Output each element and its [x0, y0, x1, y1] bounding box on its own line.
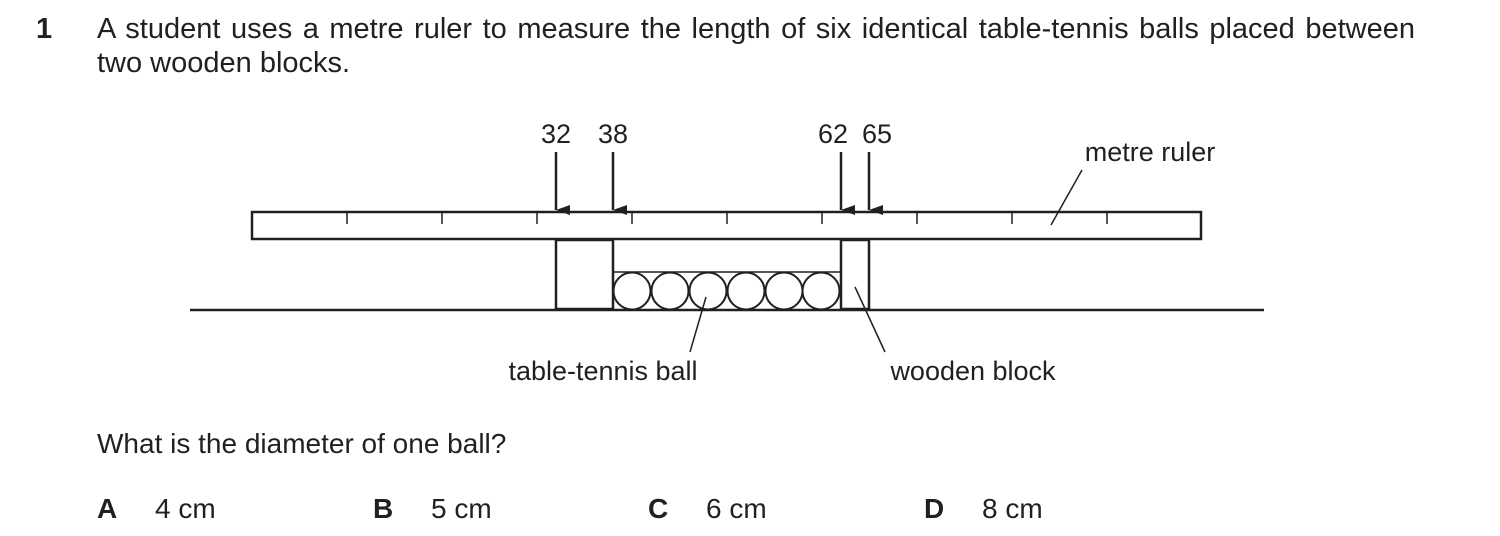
ball-4 — [726, 271, 766, 311]
option-c: C 6 cm — [648, 492, 767, 526]
label-metre-ruler: metre ruler — [1085, 137, 1216, 167]
label-wooden-block: wooden block — [889, 356, 1056, 386]
wooden-block-right — [839, 238, 871, 311]
ball-6 — [801, 271, 841, 311]
reading-32: 32 — [541, 119, 571, 149]
ball-5 — [764, 271, 804, 311]
ruler-callout-line — [1050, 169, 1083, 226]
block-callout-line — [854, 286, 886, 353]
ball-3 — [688, 271, 728, 311]
question-prompt: What is the diameter of one ball? — [97, 428, 507, 459]
option-letter: C — [648, 493, 669, 524]
option-text: 8 cm — [982, 493, 1043, 524]
option-text: 6 cm — [706, 493, 767, 524]
question-number: 1 — [36, 13, 53, 45]
reading-arrows — [554, 152, 883, 215]
option-b: B 5 cm — [373, 492, 492, 526]
ball-callout-line — [689, 296, 707, 353]
ball-2 — [650, 271, 690, 311]
reading-38: 38 — [598, 119, 628, 149]
table-tennis-balls — [612, 271, 841, 311]
ruler-tick-marks — [346, 212, 1108, 224]
reading-65: 65 — [862, 119, 892, 149]
option-letter: A — [97, 493, 118, 524]
wooden-block-left — [554, 238, 615, 311]
reading-62: 62 — [818, 119, 848, 149]
option-d: D 8 cm — [924, 492, 1043, 526]
option-a: A 4 cm — [97, 492, 216, 526]
option-letter: D — [924, 493, 945, 524]
label-table-tennis-ball: table-tennis ball — [508, 356, 697, 386]
ball-1 — [612, 271, 652, 311]
option-text: 5 cm — [431, 493, 492, 524]
option-letter: B — [373, 493, 394, 524]
question-stem: A student uses a metre ruler to measure … — [97, 13, 1415, 79]
option-text: 4 cm — [155, 493, 216, 524]
